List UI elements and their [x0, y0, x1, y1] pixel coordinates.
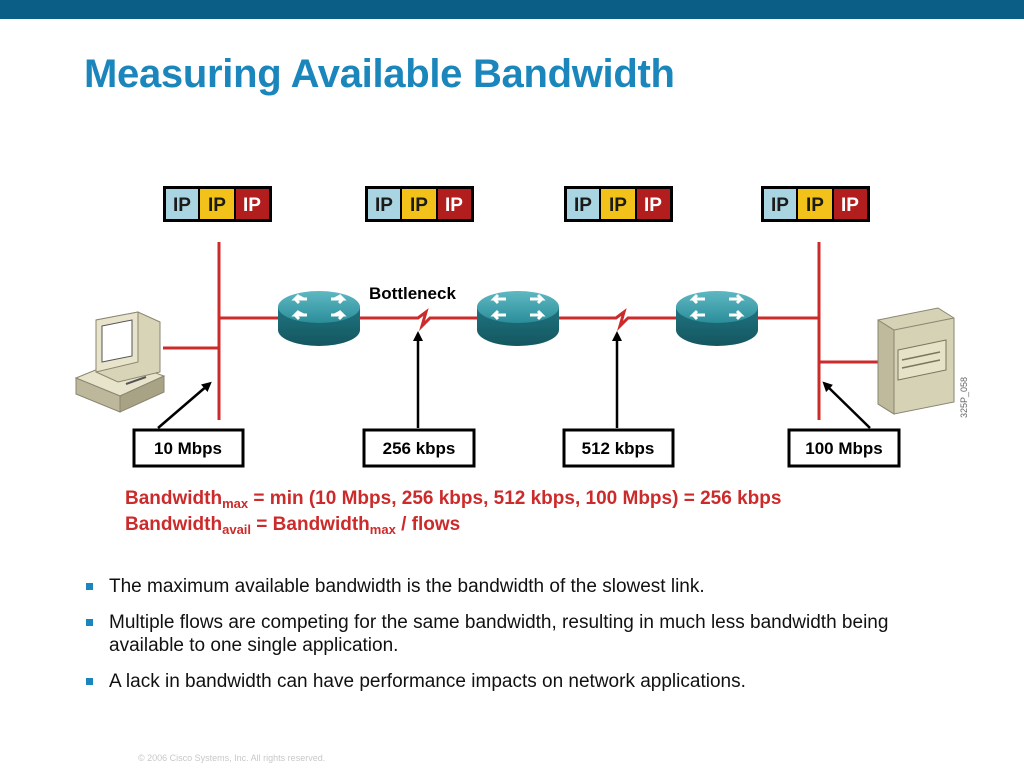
square-bullet-icon — [86, 678, 93, 685]
network-links — [163, 242, 880, 420]
desktop-pc-icon — [74, 311, 166, 413]
serial-link-2 — [558, 308, 680, 332]
network-diagram: IP IP IP IP IP IP IP IP IP IP IP IP — [74, 186, 969, 468]
top-bar — [0, 0, 1024, 19]
ip-cell — [368, 189, 400, 219]
formula-subscript: max — [222, 496, 249, 511]
ip-label: IP — [841, 195, 859, 216]
formula-subscript: avail — [222, 522, 252, 537]
ip-label: IP — [173, 195, 191, 216]
ip-label: IP — [243, 195, 261, 216]
bandwidth-box-4: 100 Mbps — [787, 428, 901, 468]
figure-id-label: 325P_058 — [959, 377, 969, 418]
ip-label: IP — [574, 195, 592, 216]
square-bullet-icon — [86, 583, 93, 590]
ip-label: IP — [609, 195, 627, 216]
bandwidth-box-3: 512 kbps — [562, 428, 675, 468]
formula-term: Bandwidth — [125, 488, 223, 509]
bullet-text: A lack in bandwidth can have performance… — [109, 671, 746, 692]
bandwidth-arrows — [157, 331, 871, 429]
ip-cell — [438, 189, 471, 219]
router-icon — [477, 291, 559, 346]
ip-cell — [567, 189, 599, 219]
slide-title: Measuring Available Bandwidth — [84, 52, 675, 96]
formula-subscript: max — [369, 522, 396, 537]
ip-cell — [798, 189, 832, 219]
ip-label: IP — [208, 195, 226, 216]
ip-label: IP — [410, 195, 428, 216]
copyright-footer: © 2006 Cisco Systems, Inc. All rights re… — [138, 753, 326, 763]
bandwidth-box-2: 256 kbps — [362, 428, 476, 468]
ip-cell — [834, 189, 867, 219]
bullet-text: The maximum available bandwidth is the b… — [109, 576, 705, 597]
bullet-item: A lack in bandwidth can have performance… — [86, 670, 946, 693]
arrow — [822, 381, 871, 429]
ip-label: IP — [445, 195, 463, 216]
bandwidth-label: 10 Mbps — [154, 439, 222, 458]
bottleneck-label: Bottleneck — [369, 284, 456, 303]
server-icon — [877, 307, 955, 415]
ip-cell — [236, 189, 269, 219]
ip-packet-group-1: IP IP IP — [163, 186, 272, 222]
router-icon — [278, 291, 360, 346]
ip-packet-group-4: IP IP IP — [761, 186, 870, 222]
bandwidth-label: 256 kbps — [383, 439, 456, 458]
ip-label: IP — [375, 195, 393, 216]
ip-cell — [402, 189, 436, 219]
ip-packet-group-3: IP IP IP — [564, 186, 673, 222]
formula-bandwidth-max: Bandwidthmax = min (10 Mbps, 256 kbps, 5… — [125, 488, 781, 510]
ip-cell — [601, 189, 635, 219]
bullet-item: The maximum available bandwidth is the b… — [86, 575, 946, 598]
bandwidth-label: 100 Mbps — [805, 439, 882, 458]
ip-packet-group-2: IP IP IP — [365, 186, 474, 222]
bandwidth-label: 512 kbps — [582, 439, 655, 458]
router-icon — [676, 291, 758, 346]
formula-expression: = Bandwidth — [251, 514, 370, 535]
square-bullet-icon — [86, 619, 93, 626]
formula-expression: / flows — [395, 514, 461, 535]
ip-cell — [764, 189, 796, 219]
ip-cell — [200, 189, 234, 219]
ip-label: IP — [644, 195, 662, 216]
formula-bandwidth-avail: Bandwidthavail = Bandwidthmax / flows — [125, 514, 460, 536]
bandwidth-box-1: 10 Mbps — [132, 428, 245, 468]
serial-link-bottleneck — [360, 308, 482, 332]
ip-label: IP — [806, 195, 824, 216]
ip-cell — [637, 189, 670, 219]
ip-label: IP — [771, 195, 789, 216]
arrow — [157, 381, 212, 429]
bullet-item: Multiple flows are competing for the sam… — [86, 611, 946, 657]
bullet-list: The maximum available bandwidth is the b… — [86, 575, 946, 706]
ip-cell — [166, 189, 198, 219]
formula-term: Bandwidth — [125, 514, 223, 535]
formula-expression: = min (10 Mbps, 256 kbps, 512 kbps, 100 … — [248, 488, 782, 509]
bullet-text: Multiple flows are competing for the sam… — [109, 612, 889, 656]
